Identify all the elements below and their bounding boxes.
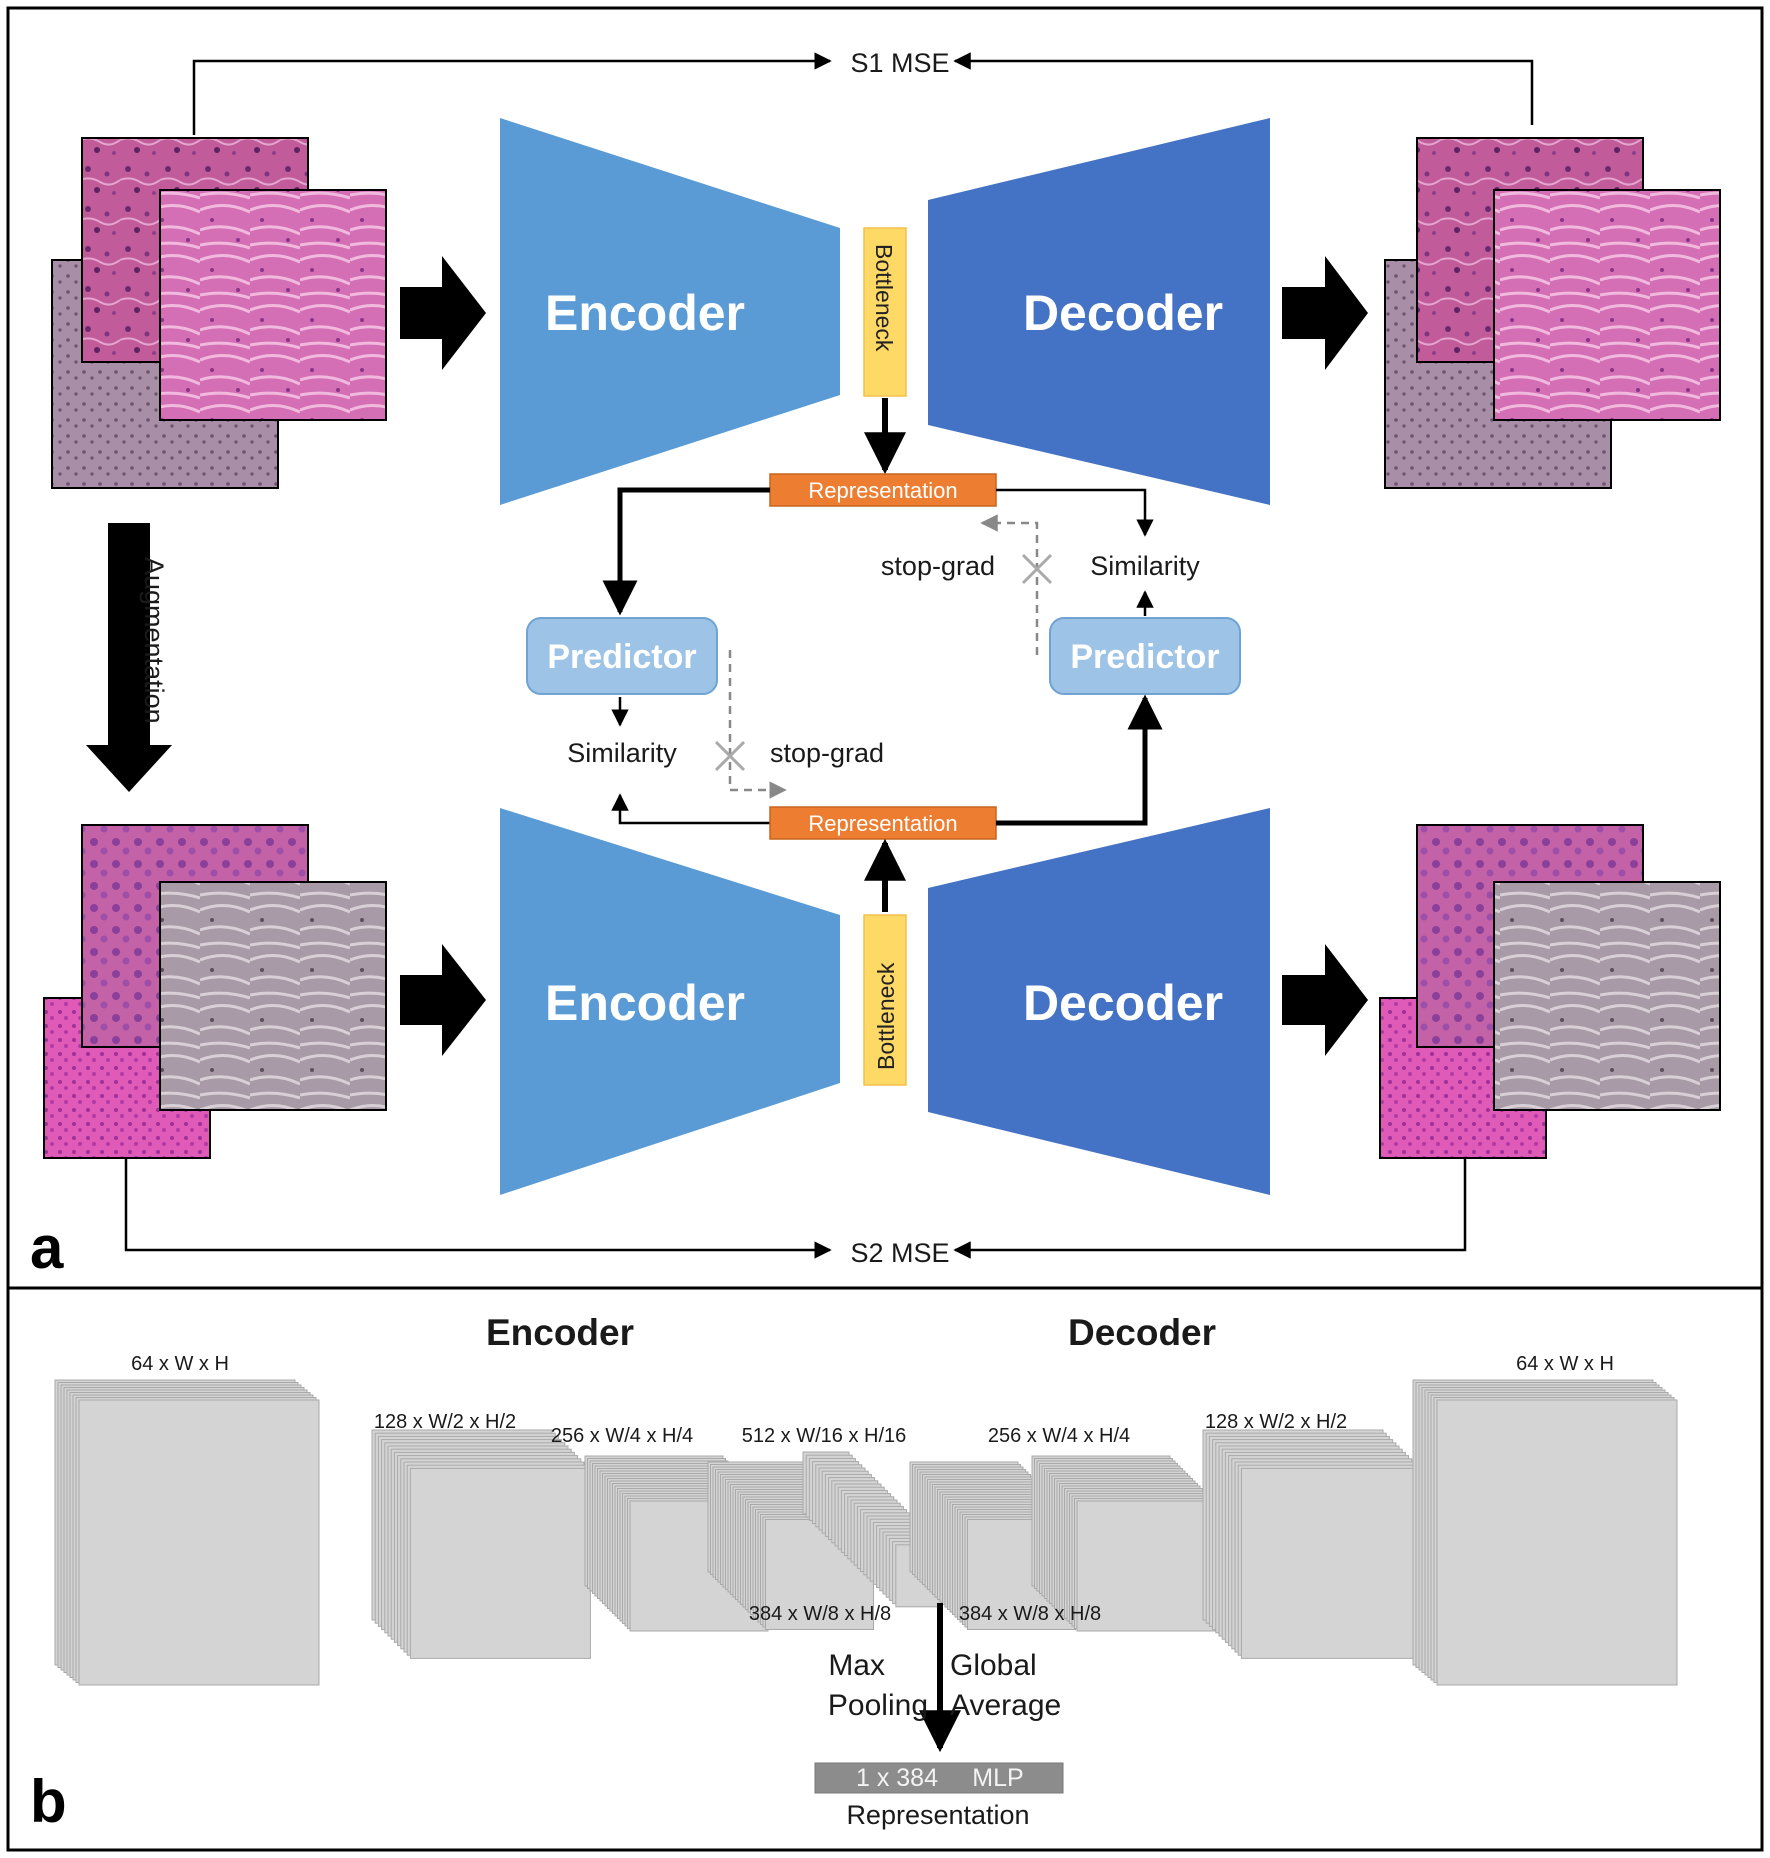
feature-map-layer (409, 1467, 591, 1659)
output-image-stack-original (1384, 137, 1721, 489)
stop-grad-cross-left-icon (714, 740, 746, 772)
predictor-left (526, 617, 718, 695)
dim-label-dec4: 384 x W/8 x H/8 (959, 1603, 1101, 1625)
feature-map-layer (1240, 1467, 1422, 1659)
feature-map-stack-dec1 (1412, 1379, 1678, 1686)
dim-label-dec1: 64 x W x H (1516, 1353, 1614, 1375)
feature-map-stack-enc2 (371, 1429, 591, 1659)
bottleneck-label-bottom: Bottleneck (873, 962, 899, 1070)
decoder-block-bottom (928, 808, 1270, 1195)
feature-map-layer (1076, 1500, 1216, 1632)
stop-grad-label-left: stop-grad (770, 738, 884, 768)
max-pooling-line-1: Max (828, 1649, 885, 1682)
input-to-encoder-arrow-top (400, 256, 486, 370)
panel-b-label: b (30, 1768, 67, 1835)
augmentation-label: Augmentation (139, 557, 169, 724)
s2-mse-loop (124, 1158, 1467, 1259)
decoder-label-top: Decoder (1023, 285, 1223, 341)
representation-bar-bottom (769, 806, 997, 840)
decoder-header: Decoder (1068, 1312, 1216, 1353)
stop-grad-path-left (728, 650, 787, 799)
input-image-stack-augmented (43, 824, 387, 1159)
representation-vector (814, 1762, 1064, 1794)
predictor-label-left: Predictor (547, 638, 696, 676)
encoder-label-bottom: Encoder (545, 975, 745, 1031)
representation-bar-top (769, 473, 997, 507)
bottleneck-label-top: Bottleneck (871, 244, 897, 352)
s1-mse-loop (192, 52, 1534, 135)
rep-bottom-to-similarity-left (611, 793, 770, 825)
feature-map-stack-mid (802, 1451, 943, 1608)
feature-map-layer (1436, 1399, 1678, 1686)
representation-label-top: Representation (808, 478, 957, 503)
dim-label-enc2: 128 x W/2 x H/2 (374, 1411, 516, 1433)
encoder-block-bottom (500, 808, 840, 1195)
s2-mse-label: S2 MSE (850, 1238, 949, 1268)
s1-mse-label: S1 MSE (850, 48, 949, 78)
representation-caption: Representation (846, 1800, 1029, 1830)
global-average-line-1: Global (950, 1649, 1037, 1682)
predictor-label-right: Predictor (1070, 638, 1219, 676)
similarity-label-left: Similarity (567, 738, 677, 768)
dim-label-dec3: 256 x W/4 x H/4 (988, 1425, 1130, 1447)
predictor-right (1049, 617, 1241, 695)
block-arrows (86, 256, 1368, 1056)
decoder-to-output-arrow-bottom (1282, 944, 1368, 1056)
feature-map-layer (78, 1399, 320, 1686)
dim-label-enc1: 64 x W x H (131, 1353, 229, 1375)
rep-top-to-similarity-right (996, 488, 1154, 537)
dim-label-enc3: 256 x W/4 x H/4 (551, 1425, 693, 1447)
rep-bottom-to-predictor-right (996, 694, 1163, 826)
feature-map-stack-enc1 (54, 1379, 320, 1686)
stop-grad-cross-right-icon (1021, 553, 1053, 585)
stop-grad-label-right: stop-grad (881, 551, 995, 581)
encoder-label-top: Encoder (545, 285, 745, 341)
encoder-block-top (500, 118, 840, 505)
dim-label-mid: 512 x W/16 x H/16 (742, 1425, 907, 1447)
similarity-label-right: Similarity (1090, 551, 1200, 581)
stop-grad-path-right (980, 514, 1039, 655)
max-pooling-line-2: Pooling (828, 1689, 928, 1722)
feature-map-stack-enc4 (707, 1461, 874, 1630)
dim-label-dec2: 128 x W/2 x H/2 (1205, 1411, 1347, 1433)
bottleneck-bottom (863, 914, 907, 1086)
representation-vector-size: 1 x 384 (856, 1764, 938, 1792)
bottleneck-top (863, 227, 907, 397)
mlp-label: MLP (972, 1764, 1023, 1792)
decoder-to-output-arrow-top (1282, 256, 1368, 370)
panel-b-frame (6, 1286, 1764, 1852)
decoder-block-top (928, 118, 1270, 505)
feature-map-stack-dec3 (1031, 1455, 1216, 1632)
encoder-header: Encoder (486, 1312, 634, 1353)
dim-label-enc4: 384 x W/8 x H/8 (749, 1603, 891, 1625)
feature-map-stack-dec2 (1202, 1429, 1422, 1659)
feature-map-stacks (54, 1379, 1678, 1686)
rep-top-to-predictor-left (602, 487, 770, 616)
panel-a-label: a (30, 1214, 64, 1281)
output-image-stack-augmented (1379, 824, 1721, 1159)
input-to-encoder-arrow-bottom (400, 944, 486, 1056)
augmentation-arrow (86, 523, 172, 792)
input-image-stack-original (51, 137, 387, 489)
global-average-line-2: Average (950, 1689, 1061, 1722)
decoder-label-bottom: Decoder (1023, 975, 1223, 1031)
representation-label-bottom: Representation (808, 811, 957, 836)
